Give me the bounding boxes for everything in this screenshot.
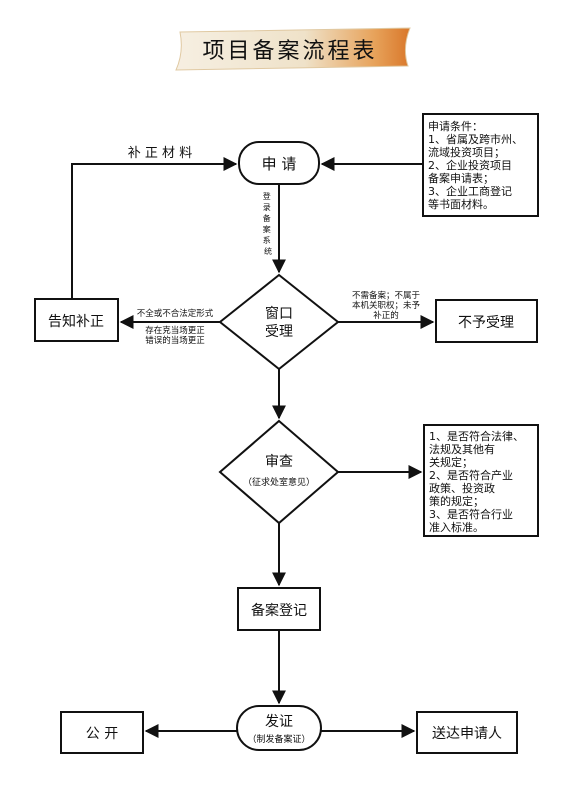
reject-reason-line2: 本机关职权；未予 <box>352 300 421 311</box>
criteria-line: 准入标准。 <box>429 520 484 534</box>
issue-node: 发证 （制发备案证） <box>236 705 322 751</box>
review-node: 审查 （征求处室意见） <box>218 419 340 525</box>
criteria-line: 策的规定； <box>429 494 484 508</box>
edge-notify-to-apply <box>71 157 238 298</box>
deliver-node: 送达申请人 <box>416 711 518 754</box>
register-label: 备案登记 <box>251 602 307 619</box>
incomplete-label: 不全或不合法定形式 <box>137 308 214 319</box>
notify-node: 告知补正 <box>34 298 119 342</box>
reject-reason-line3: 补正的 <box>373 310 399 321</box>
login-char: 系 <box>263 235 271 245</box>
apply-node: 申 请 <box>238 141 320 185</box>
criteria-line: 政策、投资政 <box>429 481 495 495</box>
conditions-text: 申请条件： 1、省属及跨市州、 流域投资项目； 2、企业投资项目 备案申请表； … <box>428 119 527 211</box>
review-label: 审查 <box>265 454 293 470</box>
login-char: 录 <box>263 203 271 212</box>
issue-node-shape <box>236 705 322 751</box>
conditions-line: 3、企业工商登记 <box>428 184 512 198</box>
register-node-shape <box>237 587 321 631</box>
notify-label: 告知补正 <box>48 313 104 330</box>
issue-label: 发证 <box>265 714 293 730</box>
criteria-line: 关规定； <box>429 455 473 469</box>
window-label-line2: 受理 <box>265 324 293 340</box>
conditions-line: 备案申请表； <box>428 171 494 185</box>
title-banner: 项目备案流程表 <box>175 27 411 71</box>
title-banner-shape <box>175 27 411 71</box>
correct-label-line2: 错误的当场更正 <box>145 335 205 346</box>
login-system-label: 登 录 备 案 系 统 <box>263 191 274 256</box>
notify-node-shape <box>34 298 119 342</box>
apply-label: 申 请 <box>262 155 297 173</box>
reject-node-shape <box>435 299 538 343</box>
reject-node: 不予受理 <box>435 299 538 343</box>
publish-label: 公 开 <box>86 726 118 742</box>
supplement-label: 补 正 材 料 <box>128 146 192 161</box>
review-criteria-box: 1、是否符合法律、 法规及其他有 关规定； 2、是否符合产业 政策、投资政 策的… <box>423 424 539 537</box>
issue-sublabel: （制发备案证） <box>247 733 310 745</box>
criteria-line: 2、是否符合产业 <box>429 468 513 482</box>
page-title: 项目备案流程表 <box>202 39 377 64</box>
login-char: 案 <box>263 224 271 234</box>
conditions-box: 申请条件： 1、省属及跨市州、 流域投资项目； 2、企业投资项目 备案申请表； … <box>422 113 539 217</box>
window-decision: 窗口 受理 <box>218 273 340 371</box>
reject-label: 不予受理 <box>458 315 514 331</box>
login-char: 登 <box>263 191 271 201</box>
deliver-node-shape <box>416 711 518 754</box>
review-criteria-text: 1、是否符合法律、 法规及其他有 关规定； 2、是否符合产业 政策、投资政 策的… <box>429 429 528 534</box>
conditions-line: 等书面材料。 <box>428 197 494 211</box>
criteria-line: 3、是否符合行业 <box>429 507 513 521</box>
conditions-line: 申请条件： <box>428 119 483 133</box>
correct-label-line1: 存在克当场更正 <box>145 325 205 336</box>
review-criteria-border <box>423 424 539 537</box>
publish-node-shape <box>60 711 144 754</box>
login-char: 备 <box>263 213 271 223</box>
login-char: 统 <box>264 246 272 256</box>
deliver-label: 送达申请人 <box>432 726 502 742</box>
conditions-line: 流域投资项目； <box>428 145 505 159</box>
criteria-line: 1、是否符合法律、 <box>429 429 524 443</box>
window-diamond-shape <box>218 273 340 371</box>
conditions-line: 2、企业投资项目 <box>428 158 512 172</box>
criteria-line: 法规及其他有 <box>429 442 495 456</box>
window-label-line1: 窗口 <box>265 305 293 322</box>
conditions-line: 1、省属及跨市州、 <box>428 132 523 146</box>
review-sublabel: （征求处室意见） <box>243 476 315 488</box>
conditions-box-border <box>422 113 539 217</box>
publish-node: 公 开 <box>60 711 144 754</box>
reject-reason-line1: 不需备案；不属于 <box>352 290 421 301</box>
register-node: 备案登记 <box>237 587 321 631</box>
review-diamond-shape <box>218 419 340 525</box>
